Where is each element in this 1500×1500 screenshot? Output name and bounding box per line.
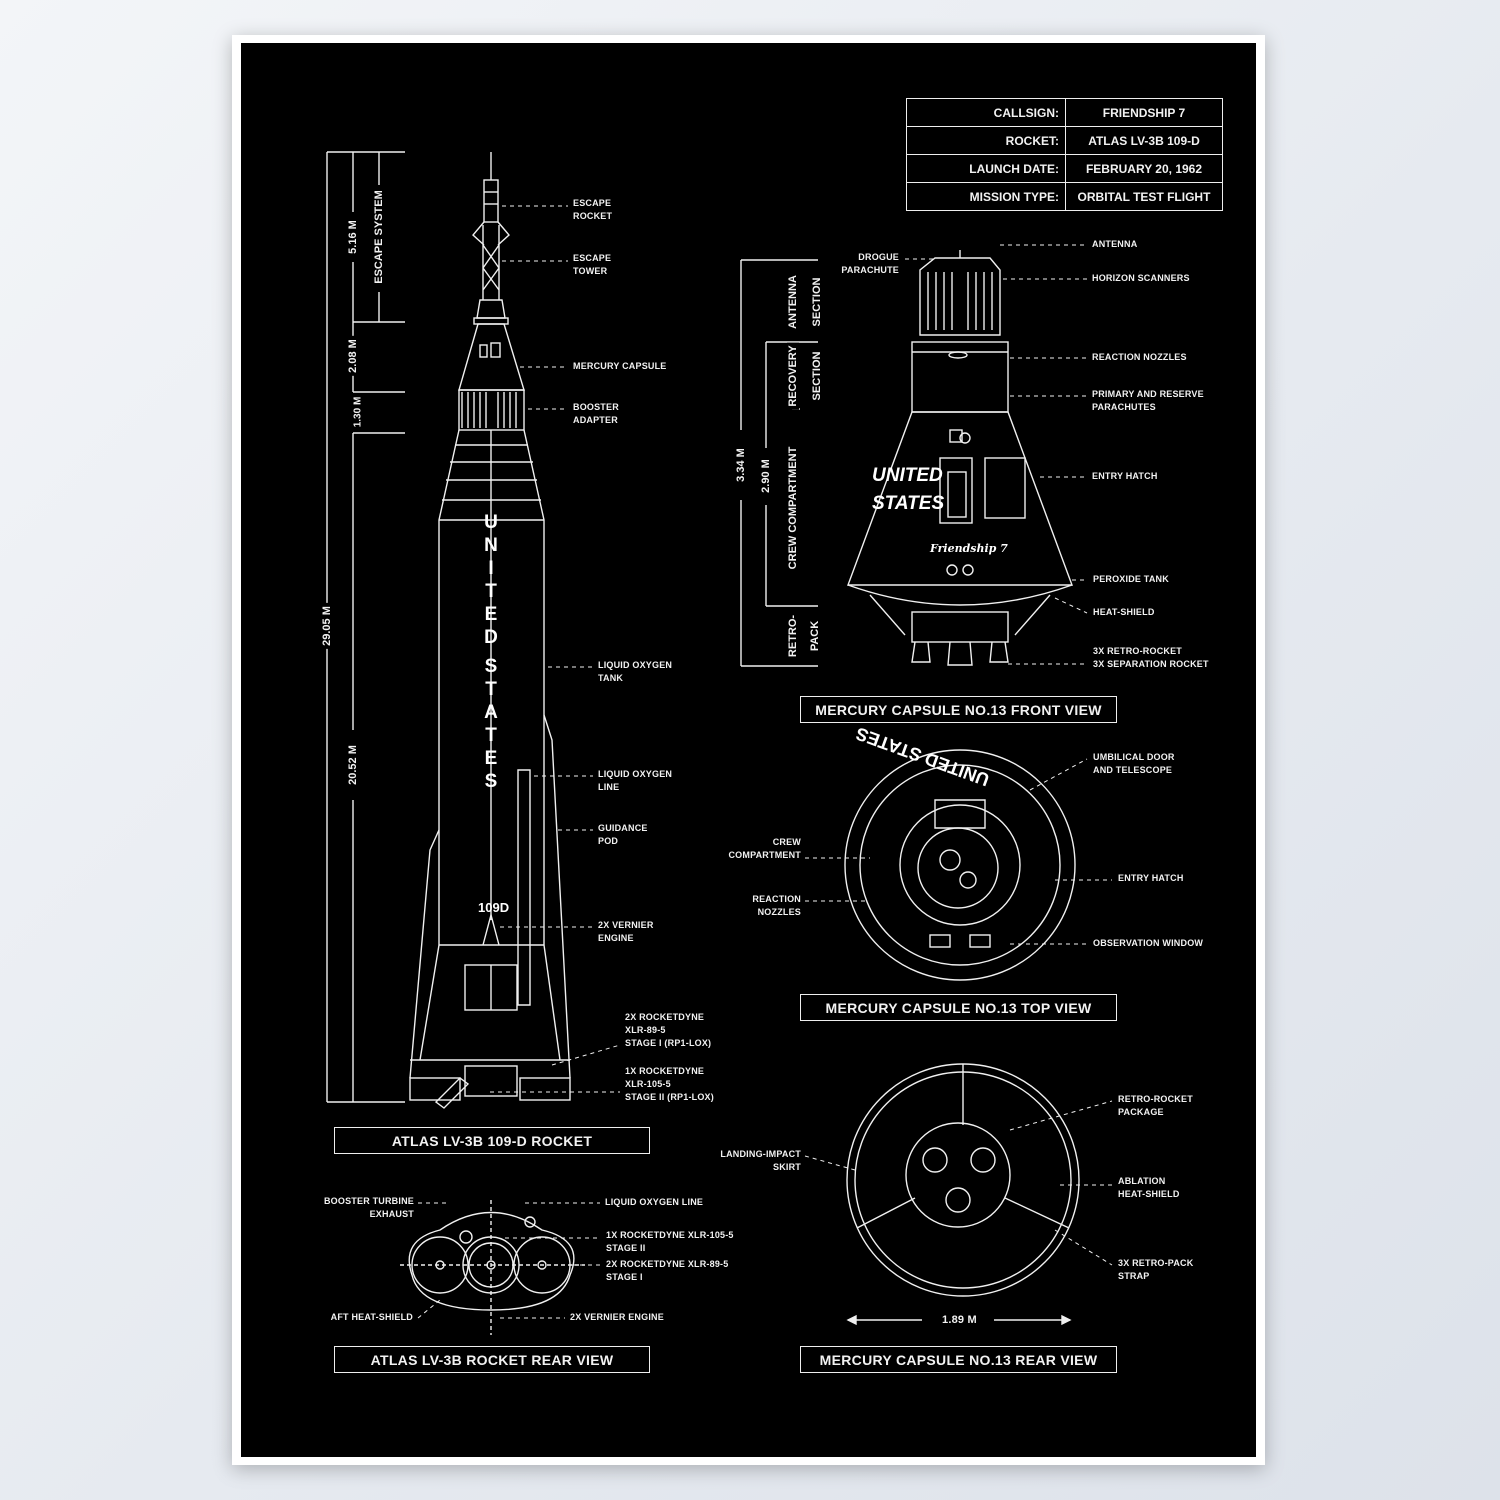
label-parachutes: PRIMARY AND RESERVE PARACHUTES — [1092, 389, 1204, 412]
capsule-top-title: MERCURY CAPSULE NO.13 TOP VIEW — [800, 994, 1117, 1021]
atlas-rocket-rear-drawing — [400, 1200, 585, 1335]
label-heat-shield: HEAT-SHIELD — [1093, 607, 1155, 617]
label-top-entry-hatch: ENTRY HATCH — [1118, 873, 1184, 883]
capsule-united-states-marking: UNITED STATES — [872, 465, 945, 514]
leader-lines — [417, 205, 1113, 1319]
label-retro-rocket-package: RETRO-ROCKET PACKAGE — [1118, 1094, 1193, 1117]
rocket-marking-letter: A — [484, 702, 498, 723]
dim-booster-length: 20.52 M — [347, 742, 359, 788]
label-ablation-heat-shield: ABLATION HEAT-SHIELD — [1118, 1176, 1180, 1199]
label-rear-stage-two: 1x ROCKETDYNE XLR-105-5 STAGE II — [606, 1230, 734, 1253]
info-row-launch-date: LAUNCH DATE:FEBRUARY 20, 1962 — [906, 154, 1223, 183]
rocket-title: ATLAS LV-3B 109-D ROCKET — [334, 1127, 650, 1154]
info-value: ORBITAL TEST FLIGHT — [1065, 182, 1223, 211]
rocket-marking-letter: E — [484, 748, 498, 769]
rocket-marking-letter: E — [484, 604, 498, 625]
label-rear-liquid-oxygen-line: LIQUID OXYGEN LINE — [605, 1197, 704, 1207]
dim-antenna-section-label: SECTION — [811, 274, 823, 330]
label-observation-window: OBSERVATION WINDOW — [1093, 938, 1204, 948]
label-reaction-nozzles: REACTION NOZZLES — [1092, 352, 1187, 362]
dim-retro-label: RETRO- — [787, 611, 799, 661]
dim-antenna-label: ANTENNA — [787, 272, 799, 332]
dim-pack-label: PACK — [809, 617, 821, 655]
label-stage-two-engine: 1x ROCKETDYNE XLR-105-5 STAGE II (RP1-LO… — [625, 1066, 714, 1102]
label-entry-hatch: ENTRY HATCH — [1092, 471, 1158, 481]
label-rear-stage-one: 2x ROCKETDYNE XLR-89-5 STAGE I — [606, 1259, 729, 1282]
dim-total-length: 29.05 M — [321, 603, 333, 649]
label-escape-rocket: ESCAPE ROCKET — [573, 198, 613, 221]
label-booster-turbine-exhaust: BOOSTER TURBINE EXHAUST — [323, 1196, 414, 1219]
label-peroxide-tank: PEROXIDE TANK — [1093, 574, 1169, 584]
info-row-rocket: ROCKET:ATLAS LV-3B 109-D — [906, 126, 1223, 155]
mercury-capsule-front-drawing — [846, 250, 1074, 666]
label-mercury-capsule: MERCURY CAPSULE — [573, 361, 667, 371]
mercury-capsule-rear-drawing — [846, 1063, 1080, 1326]
info-row-mission-type: MISSION TYPE:ORBITAL TEST FLIGHT — [906, 182, 1223, 211]
info-value: FRIENDSHIP 7 — [1065, 98, 1223, 127]
label-guidance-pod: GUIDANCE POD — [598, 823, 648, 846]
capsule-front-dimension-lines — [740, 259, 818, 667]
label-aft-heat-shield: AFT HEAT-SHIELD — [330, 1312, 413, 1322]
dim-recovery-label: RECOVERY — [787, 342, 799, 410]
dim-capsule-length: 2.08 M — [347, 336, 359, 376]
label-escape-tower: ESCAPE TOWER — [573, 253, 612, 276]
label-liquid-oxygen-line: LIQUID OXYGEN LINE — [598, 769, 673, 792]
dim-capsule-body: 2.90 M — [760, 456, 772, 496]
label-liquid-oxygen-tank: LIQUID OXYGEN TANK — [598, 660, 673, 683]
dim-capsule-diameter: 1.89 M — [942, 1314, 977, 1326]
info-value: FEBRUARY 20, 1962 — [1065, 154, 1223, 183]
label-vernier-engine: 2x VERNIER ENGINE — [598, 920, 654, 943]
rocket-rear-title: ATLAS LV-3B ROCKET REAR VIEW — [334, 1346, 650, 1373]
label-crew-compartment: CREW COMPARTMENT — [728, 837, 801, 860]
rocket-marking-letter: T — [485, 725, 497, 746]
mission-info-table: CALLSIGN:FRIENDSHIP 7 ROCKET:ATLAS LV-3B… — [906, 98, 1223, 211]
rocket-marking-letter: S — [484, 656, 498, 677]
label-retro-pack-strap: 3x RETRO-PACK STRAP — [1118, 1258, 1194, 1281]
label-rear-vernier-engine: 2x VERNIER ENGINE — [570, 1312, 664, 1322]
label-stage-one-engines: 2x ROCKETDYNE XLR-89-5 STAGE I (RP1-LOX) — [625, 1012, 712, 1048]
label-horizon-scanners: HORIZON SCANNERS — [1092, 273, 1190, 283]
label-antenna: ANTENNA — [1092, 239, 1138, 249]
mercury-capsule-top-drawing — [844, 749, 1076, 981]
info-label: LAUNCH DATE: — [906, 154, 1066, 183]
dim-escape-system-label: ESCAPE SYSTEM — [373, 187, 385, 287]
label-booster-adapter: BOOSTER ADAPTER — [573, 402, 619, 425]
capsule-rear-title: MERCURY CAPSULE NO.13 REAR VIEW — [800, 1346, 1117, 1373]
capsule-front-title: MERCURY CAPSULE NO.13 FRONT VIEW — [800, 696, 1117, 723]
rocket-dimension-lines — [326, 151, 405, 1103]
rocket-marking-letter: S — [484, 771, 498, 792]
dim-crew-compartment-label: CREW COMPARTMENT — [787, 443, 799, 573]
info-label: MISSION TYPE: — [906, 182, 1066, 211]
atlas-rocket-drawing — [409, 152, 571, 1109]
rocket-marking-letter: T — [485, 679, 497, 700]
info-value: ATLAS LV-3B 109-D — [1065, 126, 1223, 155]
label-retro-separation-rockets: 3x RETRO-ROCKET 3x SEPARATION ROCKET — [1093, 646, 1209, 669]
rocket-marking-letter: D — [484, 627, 498, 648]
label-drogue-parachute: DROGUE PARACHUTE — [841, 252, 899, 275]
info-label: ROCKET: — [906, 126, 1066, 155]
dim-capsule-total: 3.34 M — [735, 445, 747, 485]
label-umbilical-door: UMBILICAL DOOR AND TELESCOPE — [1093, 752, 1175, 775]
label-landing-impact-skirt: LANDING-IMPACT SKIRT — [720, 1149, 801, 1172]
info-row-callsign: CALLSIGN:FRIENDSHIP 7 — [906, 98, 1223, 127]
dim-escape-system-length: 5.16 M — [347, 217, 359, 257]
rocket-marking-letter: U — [484, 512, 498, 533]
rocket-serial-marking: 109D — [478, 900, 510, 915]
label-top-reaction-nozzles: REACTION NOZZLES — [752, 894, 801, 917]
rocket-marking-letter: I — [488, 558, 494, 579]
friendship-7-marking: Friendship 7 — [930, 542, 1008, 555]
rocket-marking-letter: N — [484, 535, 498, 556]
info-label: CALLSIGN: — [906, 98, 1066, 127]
rocket-marking-letter: T — [485, 581, 497, 602]
dim-adapter-length: 1.30 M — [352, 393, 364, 431]
dim-recovery-section-label: SECTION — [811, 348, 823, 404]
